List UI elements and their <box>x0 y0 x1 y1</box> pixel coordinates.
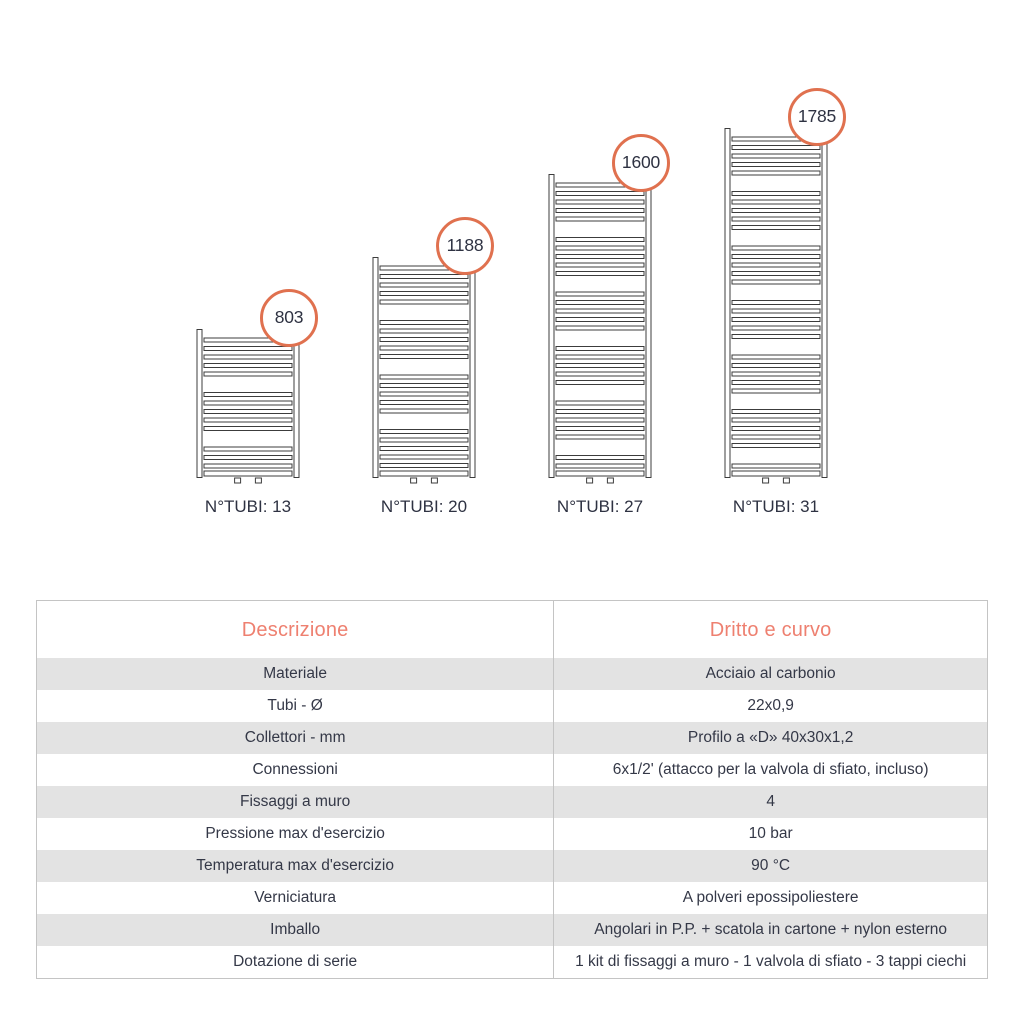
radiator-figure: 803 N°TUBI: 13 <box>196 288 318 518</box>
radiator-figure: 1600 N°TUBI: 27 <box>548 133 670 518</box>
spec-row-label: Pressione max d'esercizio <box>37 818 555 850</box>
spec-row: Verniciatura A polveri epossipoliestere <box>37 882 987 914</box>
spec-table: Descrizione Dritto e curvo Materiale Acc… <box>36 600 988 979</box>
spec-table-body: Materiale Acciaio al carbonio Tubi - Ø 2… <box>37 658 987 978</box>
spec-row-value: Acciaio al carbonio <box>705 665 836 683</box>
radiator-figure: 1785 N°TUBI: 31 <box>724 87 846 518</box>
spec-row-value: Profilo a «D» 40x30x1,2 <box>687 729 854 747</box>
spec-row-value: 10 bar <box>748 825 793 843</box>
spec-row-label: Connessioni <box>37 754 555 786</box>
spec-row-label: Collettori - mm <box>37 722 555 754</box>
spec-row: Temperatura max d'esercizio 90 °C <box>37 850 987 882</box>
height-badge: 803 <box>260 288 318 347</box>
spec-row: Imballo Angolari in P.P. + scatola in ca… <box>37 914 987 946</box>
radiator-figure: 1188 N°TUBI: 20 <box>372 216 494 518</box>
height-badge-value: 1785 <box>797 106 837 127</box>
radiator-drawing <box>724 127 828 484</box>
tube-count-label: N°TUBI: 31 <box>732 496 820 516</box>
spec-row: Connessioni 6x1/2' (attacco per la valvo… <box>37 754 987 786</box>
spec-row: Pressione max d'esercizio 10 bar <box>37 818 987 850</box>
height-badge-value: 1600 <box>621 152 661 173</box>
spec-table-header-right: Dritto e curvo <box>709 618 832 641</box>
tube-count-label: N°TUBI: 27 <box>556 496 644 516</box>
radiator-drawing-wrap: 803 <box>196 288 318 484</box>
spec-row-value: 1 kit di fissaggi a muro - 1 valvola di … <box>575 953 967 971</box>
spec-row-label: Materiale <box>37 658 555 690</box>
radiator-drawing-wrap: 1600 <box>548 133 670 484</box>
spec-row-value: 22x0,9 <box>747 697 794 715</box>
spec-row-label: Verniciatura <box>37 882 555 914</box>
height-badge-value: 1188 <box>446 235 484 256</box>
spec-row-label: Dotazione di serie <box>37 946 555 978</box>
spec-row-value: 90 °C <box>751 857 791 875</box>
tube-count-label: N°TUBI: 13 <box>204 496 292 516</box>
spec-row-value: 4 <box>766 793 775 811</box>
spec-row-label: Temperatura max d'esercizio <box>37 850 555 882</box>
radiator-drawing <box>548 173 652 484</box>
spec-row: Fissaggi a muro 4 <box>37 786 987 818</box>
spec-row-label: Fissaggi a muro <box>37 786 555 818</box>
spec-table-header-left: Descrizione <box>37 601 555 658</box>
spec-row: Collettori - mm Profilo a «D» 40x30x1,2 <box>37 722 987 754</box>
spec-row: Tubi - Ø 22x0,9 <box>37 690 987 722</box>
height-badge: 1785 <box>788 87 846 146</box>
spec-row: Materiale Acciaio al carbonio <box>37 658 987 690</box>
spec-row-value: 6x1/2' (attacco per la valvola di sfiato… <box>612 761 929 779</box>
radiator-drawing-wrap: 1785 <box>724 87 846 484</box>
spec-row: Dotazione di serie 1 kit di fissaggi a m… <box>37 946 987 978</box>
spec-row-label: Tubi - Ø <box>37 690 555 722</box>
spec-row-value: Angolari in P.P. + scatola in cartone + … <box>594 921 947 939</box>
tube-count-label: N°TUBI: 20 <box>380 496 468 516</box>
height-badge-value: 803 <box>274 307 304 328</box>
radiator-drawing <box>372 256 476 484</box>
radiator-drawing-wrap: 1188 <box>372 216 494 484</box>
radiator-drawing <box>196 328 300 484</box>
spec-table-header: Descrizione Dritto e curvo <box>37 601 987 658</box>
height-badge: 1188 <box>436 216 494 275</box>
spec-row-value: A polveri epossipoliestere <box>682 889 859 907</box>
height-badge: 1600 <box>612 133 670 192</box>
spec-row-label: Imballo <box>37 914 555 946</box>
radiator-diagrams: 803 N°TUBI: 13 1188 N°TUBI: 20 1600 N°TU… <box>196 87 846 518</box>
